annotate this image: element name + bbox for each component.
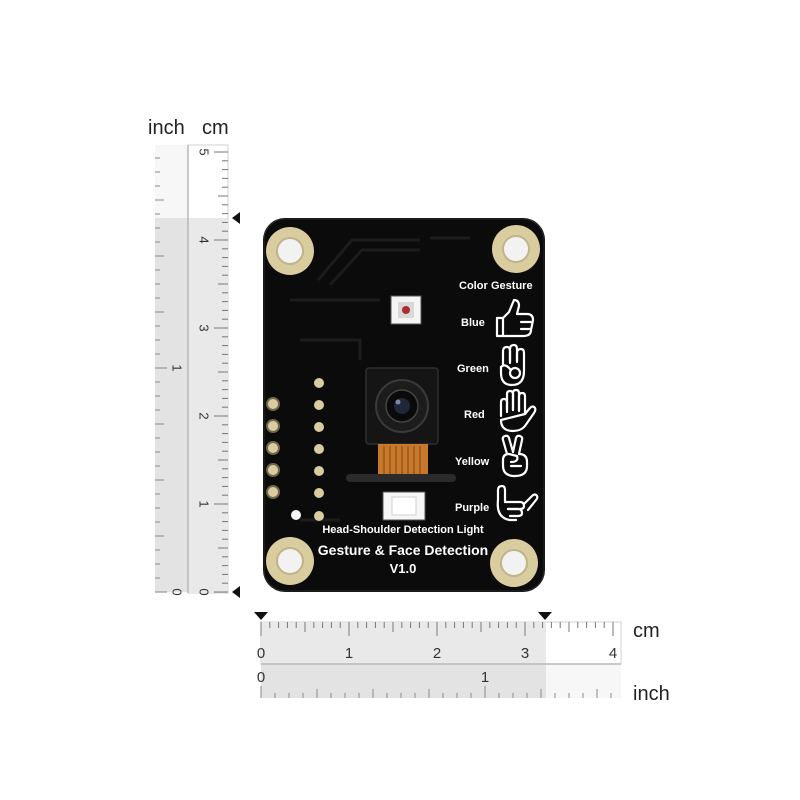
horizontal-cm-label: 1: [345, 645, 353, 662]
camera-module: [346, 367, 456, 482]
horizontal-ruler-cm-ticks: [260, 622, 614, 636]
vertical-ruler-inch-labels: 01: [170, 364, 185, 595]
legend-header-gesture: Gesture: [491, 280, 533, 292]
legend-color-blue: Blue: [461, 317, 485, 329]
horizontal-cm-label: 0: [257, 645, 265, 662]
mounting-hole-top-left: [266, 227, 314, 275]
vertical-cm-label: 0: [197, 588, 212, 595]
vertical-ruler-cm-labels: 0 1 2 3 4 5: [197, 148, 212, 595]
horizontal-inch-label: 1: [481, 669, 489, 686]
vertical-ruler-top-marker: [232, 212, 240, 224]
horizontal-ruler-inch-ticks: [260, 686, 612, 698]
board-version: V1.0: [390, 561, 417, 576]
vertical-cm-label: 5: [197, 148, 212, 155]
vertical-ruler-board-highlight: [188, 218, 228, 592]
board-title: Gesture & Face Detection: [318, 542, 488, 558]
peace-sign-hand-icon: [501, 434, 529, 478]
vertical-ruler-bottom-marker: [232, 586, 240, 598]
pcb-board: Color Gesture Blue Green Red Yellow Purp…: [263, 218, 545, 592]
horizontal-ruler-cm-labels: 0 1 2 3 4: [257, 645, 617, 662]
vertical-ruler-cm-ticks: [214, 151, 228, 593]
ok-sign-hand-icon: [499, 343, 526, 387]
edge-pads: [266, 397, 280, 499]
pcb-edge-highlight: [263, 218, 545, 592]
vertical-ruler-unit-inch: inch: [148, 117, 185, 139]
open-palm-hand-icon: [499, 388, 537, 433]
horizontal-cm-label: 4: [609, 645, 617, 662]
vertical-cm-label: 3: [197, 324, 212, 331]
horizontal-ruler-right-marker: [538, 612, 552, 620]
legend-header-color: Color: [459, 280, 488, 292]
vertical-ruler-inch-ticks: [155, 157, 167, 593]
vertical-ruler-unit-cm: cm: [202, 117, 229, 139]
horizontal-ruler-left-marker: [254, 612, 268, 620]
thumbs-up-hand-icon: [495, 298, 535, 338]
status-led-top: [390, 295, 422, 325]
vertical-inch-label: 0: [170, 588, 185, 595]
vertical-ruler-inch-highlight: [155, 218, 188, 592]
head-shoulder-detection-led: [382, 491, 426, 521]
fiducial-mark: [291, 510, 301, 520]
mounting-hole-bottom-left: [266, 537, 314, 585]
legend-color-green: Green: [457, 363, 489, 375]
mounting-hole-bottom-right: [490, 539, 538, 587]
legend-color-purple: Purple: [455, 502, 489, 514]
horizontal-ruler-inch-highlight: [261, 664, 546, 698]
legend-color-red: Red: [464, 409, 485, 421]
vertical-cm-label: 1: [197, 500, 212, 507]
mounting-hole-top-right: [492, 225, 540, 273]
camera-connector: [346, 474, 456, 482]
detection-light-label: Head-Shoulder Detection Light: [322, 524, 484, 536]
vertical-cm-label: 2: [197, 412, 212, 419]
call-me-hand-icon: [496, 484, 539, 522]
vertical-inch-label: 1: [170, 364, 185, 371]
vertical-cm-label: 4: [197, 236, 212, 243]
horizontal-cm-label: 2: [433, 645, 441, 662]
horizontal-ruler-unit-cm: cm: [633, 620, 660, 642]
horizontal-cm-label: 3: [521, 645, 529, 662]
horizontal-inch-label: 0: [257, 669, 265, 686]
horizontal-ruler-unit-inch: inch: [633, 683, 670, 705]
horizontal-ruler-board-highlight: [261, 622, 546, 664]
legend-color-yellow: Yellow: [455, 456, 490, 468]
pin-header: [314, 378, 324, 521]
